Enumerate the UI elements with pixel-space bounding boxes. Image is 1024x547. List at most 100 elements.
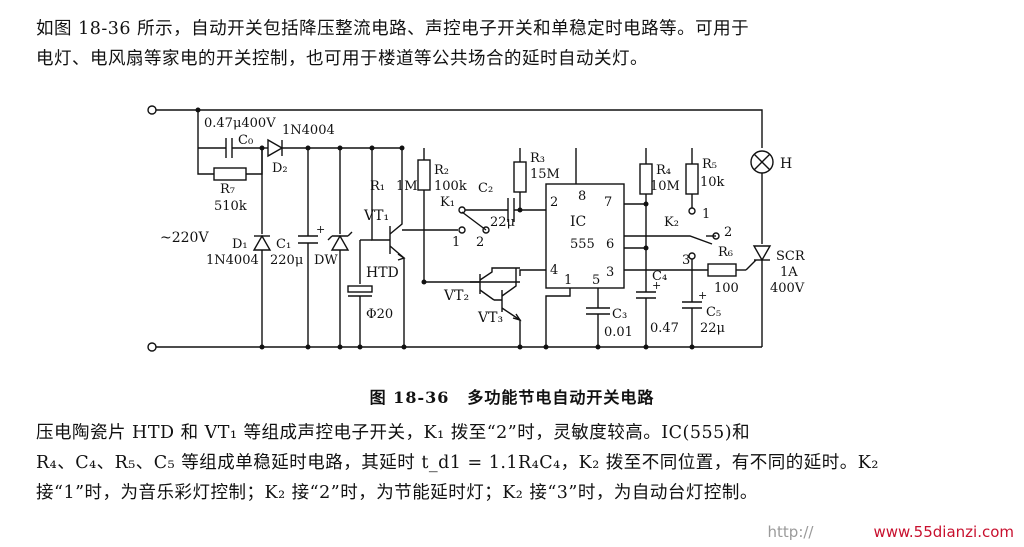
k2-switch (624, 207, 720, 260)
r2-value: 100k (434, 179, 467, 194)
c0-label: 0.47μ400V (204, 116, 276, 131)
ic-pin6: 6 (606, 237, 614, 252)
intro-line-2: 电灯、电风扇等家电的开关控制，也可用于楼道等公共场合的延时自动关灯。 (36, 49, 648, 69)
dw-label: DW (314, 253, 338, 268)
r7-value: 510k (214, 199, 247, 214)
ic-pin2: 2 (550, 195, 558, 210)
scr-name: SCR (776, 249, 806, 264)
r1-name: R₁ (370, 179, 385, 194)
ic-pin5: 5 (592, 273, 600, 288)
k1-name: K₁ (440, 195, 455, 210)
r3-name: R₃ (530, 151, 545, 166)
terminal-bottom (147, 342, 157, 352)
ic-pin7: 7 (604, 195, 612, 210)
c4-capacitor (636, 291, 656, 347)
figure-number: 图 18-36 (369, 388, 450, 407)
r2-name: R₂ (434, 163, 449, 178)
watermark-prefix: http:// (767, 523, 814, 541)
c1-name: C₁ (276, 237, 291, 252)
dw-zener (327, 148, 353, 347)
d1-type: 1N4004 (206, 253, 259, 268)
c0-name: C₀ (238, 133, 253, 148)
c1-plus: + (316, 223, 325, 236)
k1-pos1: 1 (452, 235, 460, 250)
description-paragraph: 压电陶瓷片 HTD 和 VT₁ 等组成声控电子开关，K₁ 拨至“2”时，灵敏度较… (36, 418, 996, 508)
k2-name: K₂ (664, 215, 679, 230)
scr-voltage: 400V (770, 281, 805, 296)
desc-line-3: 接“1”时，为音乐彩灯控制；K₂ 接“2”时，为节能延时灯；K₂ 接“3”时，为… (36, 483, 758, 503)
r6-value: 100 (714, 281, 739, 296)
k2-pos1: 1 (702, 207, 710, 222)
ic-type: 555 (570, 237, 595, 252)
c5-name: C₅ (706, 305, 721, 320)
ic-pin8: 8 (578, 189, 586, 204)
d2-type: 1N4004 (282, 123, 335, 138)
r4-name: R₄ (656, 163, 671, 178)
scr-thyristor (745, 245, 772, 347)
intro-paragraph: 如图 18-36 所示，自动开关包括降压整流电路、声控电子开关和单稳定时电路等。… (36, 14, 996, 74)
r4-resistor (624, 148, 653, 292)
r3-value: 15M (530, 167, 560, 182)
pin1-wire (545, 288, 571, 347)
r4-value: 10M (650, 179, 680, 194)
c1-value: 220μ (270, 253, 303, 268)
vt2-transistor (470, 267, 520, 301)
c2-capacitor (500, 198, 546, 222)
r6-resistor (624, 263, 746, 277)
watermark-site: www.55dianzi.com (873, 523, 1014, 541)
r7-resistor (197, 148, 263, 181)
c3-value: 0.01 (604, 325, 633, 340)
circuit-diagram: 0.47μ400V C₀ R₇ 510k 1N4004 D₂ ~220V D₁ … (147, 105, 806, 352)
c3-name: C₃ (612, 307, 627, 322)
k1-pos2: 2 (476, 235, 484, 250)
d2-name: D₂ (272, 161, 288, 176)
ic-pin4: 4 (550, 263, 558, 278)
watermark: http:// www.55dianzi.com (768, 523, 1014, 541)
junctions (195, 107, 695, 350)
c4-name: C₄ (652, 269, 667, 284)
figure-caption: 图 18-36 多功能节电自动开关电路 (0, 384, 1024, 408)
desc-line-1: 压电陶瓷片 HTD 和 VT₁ 等组成声控电子开关，K₁ 拨至“2”时，灵敏度较… (36, 423, 751, 443)
r5-resistor (685, 148, 699, 208)
pin4-wire (470, 269, 546, 283)
r1-value: 1M (396, 179, 418, 194)
c0-capacitor (197, 110, 262, 158)
figure-title: 多功能节电自动开关电路 (467, 388, 655, 407)
vt2-name: VT₂ (443, 288, 469, 304)
c2-name: C₂ (478, 181, 493, 196)
r5-value: 10k (700, 175, 725, 190)
intro-line-1: 如图 18-36 所示，自动开关包括降压整流电路、声控电子开关和单稳定时电路等。… (36, 19, 750, 39)
ic-pin1: 1 (564, 273, 572, 288)
ic-name: IC (570, 214, 586, 230)
mains-label: ~220V (160, 230, 209, 246)
vt1-name: VT₁ (363, 208, 389, 224)
c5-value: 22μ (700, 321, 725, 336)
c3-capacitor (586, 288, 610, 347)
c5-capacitor (682, 259, 702, 347)
d1-diode (252, 148, 272, 347)
vt3-transistor (494, 268, 522, 347)
c5-plus: + (698, 289, 707, 302)
c1-capacitor (298, 148, 318, 347)
c4-value: 0.47 (650, 321, 679, 336)
r6-name: R₆ (718, 245, 733, 260)
k1-switch (402, 206, 500, 234)
d1-name: D₁ (232, 237, 248, 252)
k2-pos3: 3 (682, 253, 690, 268)
d2-diode (262, 138, 402, 158)
terminal-top (147, 105, 157, 115)
desc-line-2: R₄、C₄、R₅、C₅ 等组成单稳延时电路，其延时 t_d1 = 1.1R₄C₄… (36, 453, 879, 473)
r5-name: R₅ (702, 157, 717, 172)
scr-current: 1A (780, 265, 798, 280)
lamp-h (750, 150, 774, 244)
c4-plus: + (652, 279, 661, 292)
ic-pin3: 3 (606, 265, 614, 280)
top-rail (156, 109, 763, 148)
vt3-name: VT₃ (477, 310, 503, 326)
htd-size: Φ20 (366, 307, 393, 322)
htd-name: HTD (366, 265, 399, 281)
r7-name: R₇ (220, 182, 235, 197)
htd-piezo (347, 239, 373, 347)
c2-value: 22μ (490, 215, 515, 230)
lamp-name: H (780, 156, 792, 172)
